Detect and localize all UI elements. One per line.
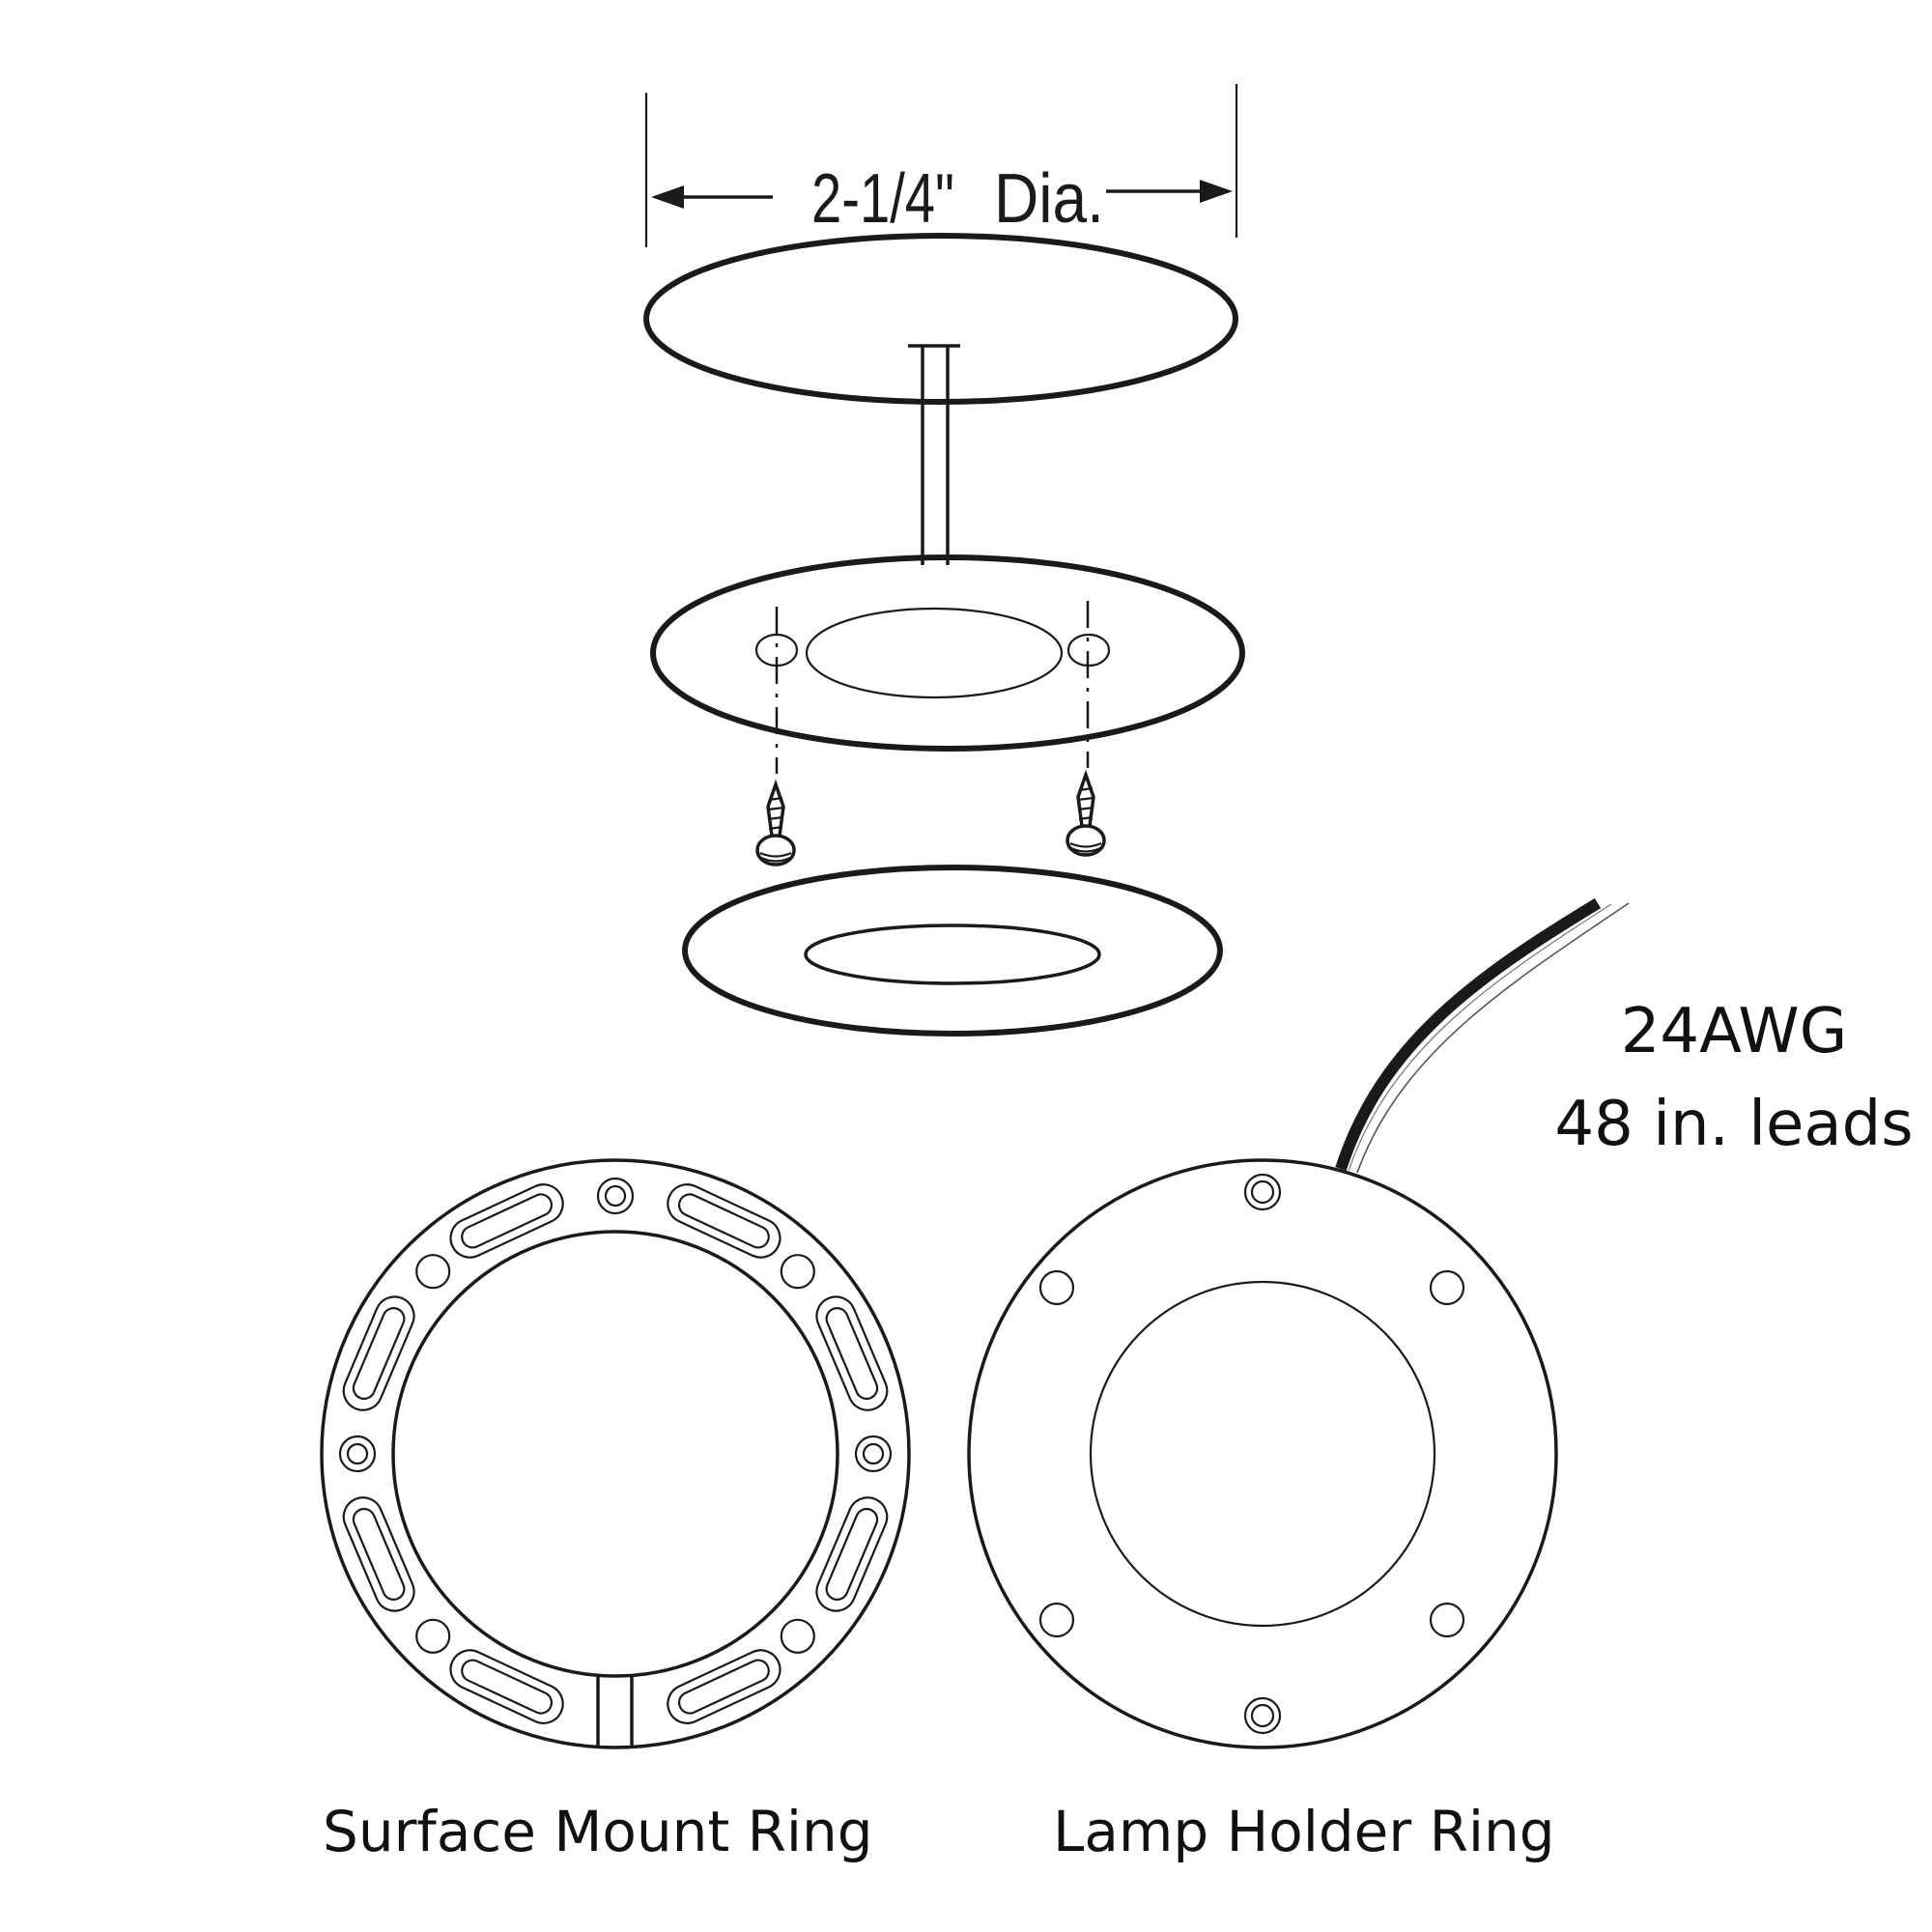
wire-length-label: 48 in. leads (1554, 1089, 1914, 1160)
dimension-size-label: 2-1/4" (811, 160, 954, 238)
holder-double-hole-bottom (1243, 1696, 1282, 1735)
screw-right-icon (1065, 769, 1106, 857)
surface-mount-ring-caption: Surface Mount Ring (323, 1799, 873, 1864)
wire-spec-block: 24AWG 48 in. leads (1536, 985, 1932, 1171)
surface-mount-ring (320, 1158, 911, 1749)
lens-disc (643, 233, 1238, 405)
alignment-lines (775, 601, 1090, 774)
diameter-dimension: 2-1/4" Dia. (644, 84, 1238, 247)
arrow-left-icon (651, 185, 684, 209)
ring-double-hole-right (854, 1435, 893, 1473)
lead-wires-vertical (908, 344, 960, 565)
screw-left-icon (755, 779, 796, 867)
trim-washer (682, 865, 1223, 1037)
lamp-holder-ring-caption: Lamp Holder Ring (1053, 1799, 1555, 1864)
ring-slots (342, 1183, 889, 1724)
mounting-plate (650, 554, 1245, 752)
arrow-right-icon (1200, 180, 1233, 203)
lead-wire-cable (1335, 897, 1630, 1174)
lamp-holder-ring (967, 1158, 1558, 1749)
holder-double-hole-top (1243, 1173, 1282, 1211)
ring-double-hole-top (596, 1177, 635, 1215)
dimension-unit-label: Dia. (994, 160, 1104, 238)
plate-center-opening (805, 607, 1064, 699)
ring-double-hole-left (338, 1435, 377, 1473)
wire-gauge-label: 24AWG (1620, 996, 1848, 1067)
